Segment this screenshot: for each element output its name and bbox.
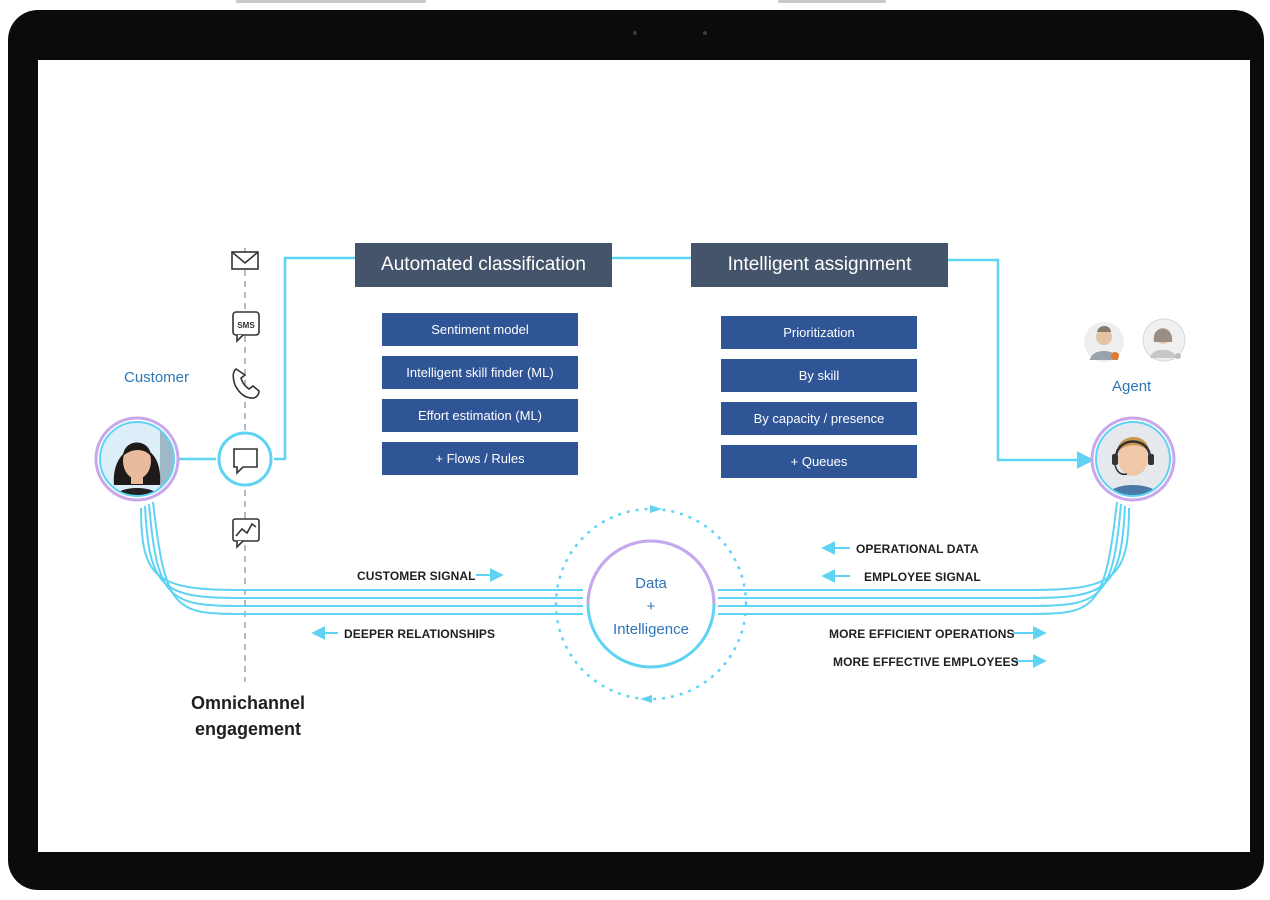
agent-label: Agent xyxy=(1112,378,1152,395)
classification-item-skill-finder: Intelligent skill finder (ML) xyxy=(382,356,578,389)
deeper-relationships-label: DEEPER RELATIONSHIPS xyxy=(344,627,496,641)
omnichannel-engagement-caption: Omnichannel engagement xyxy=(188,690,308,742)
omnichannel-caption-line-1: Omnichannel xyxy=(190,693,306,713)
employee-signal-label: EMPLOYEE SIGNAL xyxy=(864,570,981,584)
loop-line-left-4 xyxy=(152,501,583,615)
customer-signal-label: CUSTOMER SIGNAL xyxy=(357,569,476,583)
bezel-button-left xyxy=(236,0,426,3)
screen: SMS xyxy=(38,60,1250,852)
camera-dot xyxy=(633,31,637,35)
sensor-dot xyxy=(703,31,707,35)
flow-to-agent xyxy=(947,258,1095,469)
peer-agent-avatar-1 xyxy=(1084,322,1124,362)
classification-item-effort: Effort estimation (ML) xyxy=(382,399,578,432)
data-hub-line-3: Intelligence xyxy=(613,621,689,638)
loop-line-left-2 xyxy=(144,505,583,599)
flow-to-classification xyxy=(274,256,356,461)
data-hub-line-2: + xyxy=(646,598,656,615)
automated-classification-header: Automated classification xyxy=(355,243,612,287)
data-hub-label: Data + Intelligence xyxy=(603,572,699,641)
assignment-item-prioritization: Prioritization xyxy=(721,316,917,349)
customer-avatar xyxy=(94,416,180,502)
data-hub-outer-ring xyxy=(554,507,748,701)
more-efficient-operations-label: MORE EFFICIENT OPERATIONS xyxy=(829,627,1015,641)
email-icon xyxy=(231,251,259,270)
sms-icon-text: SMS xyxy=(237,321,255,330)
loop-line-right-4 xyxy=(718,501,1118,615)
peer-agent-avatar-2 xyxy=(1142,318,1186,362)
classification-item-flows: + Flows / Rules xyxy=(382,442,578,475)
agent-avatar xyxy=(1090,416,1176,502)
assignment-item-skill: By skill xyxy=(721,359,917,392)
data-hub-purple-arc xyxy=(586,539,716,605)
classification-item-sentiment: Sentiment model xyxy=(382,313,578,346)
customer-label: Customer xyxy=(124,369,190,386)
assignment-item-queues: + Queues xyxy=(721,445,917,478)
analytics-icon xyxy=(232,518,260,549)
loop-line-right-2 xyxy=(718,505,1126,599)
assignment-item-capacity: By capacity / presence xyxy=(721,402,917,435)
phone-icon xyxy=(232,368,260,399)
more-effective-employees-label: MORE EFFECTIVE EMPLOYEES xyxy=(833,655,1019,669)
operational-data-label: OPERATIONAL DATA xyxy=(856,542,979,556)
hub-arrow-bottom xyxy=(640,695,652,703)
data-hub-line-1: Data xyxy=(635,575,667,592)
bezel-button-right xyxy=(778,0,886,3)
omnichannel-caption-line-2: engagement xyxy=(194,719,302,739)
intelligent-assignment-header: Intelligent assignment xyxy=(691,243,948,287)
tablet-frame: SMS xyxy=(8,10,1264,890)
flow-diagram: SMS xyxy=(94,248,1186,703)
chat-channel-button xyxy=(217,431,273,487)
hub-arrow-top xyxy=(650,505,662,513)
sms-icon: SMS xyxy=(232,311,260,343)
